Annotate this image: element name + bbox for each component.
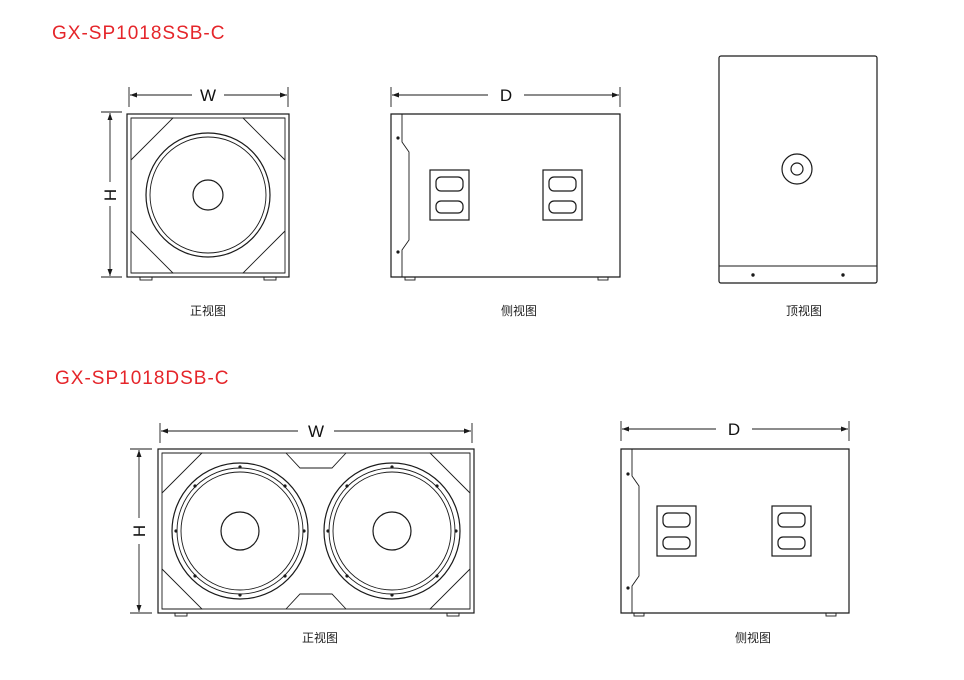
ssb-depth-label: D — [500, 86, 512, 105]
dsb-woofer-right — [323, 462, 461, 600]
ssb-top-cabinet — [718, 55, 878, 284]
dsb-front-caption: 正视图 — [301, 631, 338, 645]
dsb-front-cabinet — [157, 448, 475, 614]
model-title-ssb: GX-SP1018SSB-C — [52, 23, 226, 44]
dsb-side-depth-dimension — [620, 421, 850, 441]
ssb-front-cabinet — [126, 113, 290, 278]
ssb-pole-mount — [781, 153, 813, 185]
ssb-top-caption: 顶视图 — [785, 304, 822, 318]
dsb-depth-label: D — [728, 420, 740, 439]
dsb-front-height-dimension — [130, 448, 152, 614]
dsb-height-label: H — [130, 525, 149, 537]
ssb-side-view: D — [390, 86, 621, 281]
dsb-side-handle-right — [771, 505, 812, 557]
ssb-height-label: H — [101, 189, 120, 201]
ssb-woofer — [145, 132, 271, 258]
ssb-width-label: W — [200, 86, 216, 105]
dsb-front-width-dimension — [159, 423, 473, 443]
ssb-front-view: W H — [101, 86, 290, 281]
ssb-side-handle-right — [542, 169, 583, 221]
dsb-side-handle-left — [656, 505, 697, 557]
dsb-side-caption: 侧视图 — [734, 631, 771, 645]
ssb-front-caption: 正视图 — [189, 304, 226, 318]
ssb-top-view — [718, 55, 878, 284]
dsb-side-view: D — [620, 420, 850, 617]
ssb-side-cabinet — [390, 113, 621, 278]
dsb-woofer-left — [171, 462, 309, 600]
ssb-side-caption: 侧视图 — [500, 304, 537, 318]
ssb-side-handle-left — [429, 169, 470, 221]
ssb-front-height-dimension — [101, 111, 122, 278]
model-title-dsb: GX-SP1018DSB-C — [55, 368, 230, 389]
ssb-side-depth-dimension — [390, 87, 621, 107]
ssb-dust-cap — [192, 179, 224, 211]
dsb-width-label: W — [308, 422, 324, 441]
dsb-side-cabinet — [620, 448, 850, 614]
ssb-front-width-dimension — [128, 87, 289, 107]
dsb-front-view: W H — [130, 422, 475, 617]
